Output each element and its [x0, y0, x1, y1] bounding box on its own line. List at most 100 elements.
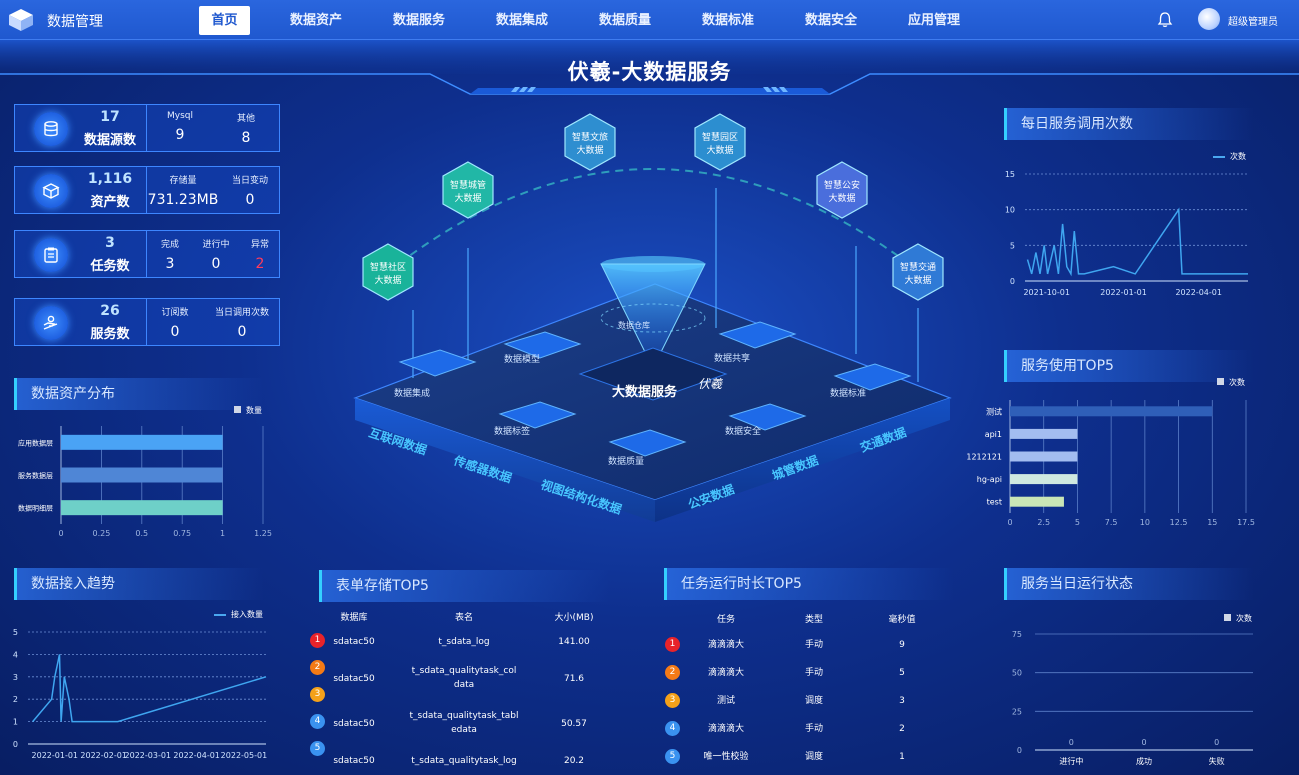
stat-sub-label: 当日调用次数	[214, 308, 269, 318]
user-name[interactable]: 超级管理员	[1228, 17, 1278, 28]
hex-label-urban: 智慧城管	[450, 179, 486, 191]
panel-title-task-top5: 任务运行时长TOP5	[664, 568, 954, 600]
legend-daily-calls: 次数	[1213, 151, 1246, 162]
y-tick-label: 4	[13, 650, 18, 659]
x-tick-label: 2022-04-01	[1175, 288, 1222, 297]
x-tick-label: 17.5	[1237, 518, 1255, 527]
stat-sub-label: 其他	[236, 114, 255, 124]
stat-sub-label: 完成	[160, 240, 179, 250]
hex-label-park: 智慧园区	[702, 131, 738, 143]
table-cell: t_sdata_qualitytask_log	[411, 756, 517, 766]
stat-sub-value: 0	[170, 324, 180, 340]
legend-daily-status: 次数	[1224, 613, 1252, 624]
table-cell: 手动	[804, 724, 823, 734]
panel-title-table-top5: 表单存储TOP5	[319, 570, 609, 602]
stat-main: 1,116 资产数	[15, 167, 147, 213]
svg-text:大数据: 大数据	[374, 274, 401, 286]
avatar[interactable]	[1198, 8, 1220, 30]
x-tick-label: 0.25	[92, 529, 110, 538]
hand-service-icon	[34, 306, 68, 340]
stat-value: 1,116	[87, 171, 133, 187]
nav-data-security[interactable]: 数据安全	[804, 13, 857, 28]
svg-text:大数据: 大数据	[576, 144, 603, 156]
x-tick-label: 1	[220, 529, 225, 538]
y-tick-label: 3	[13, 673, 18, 682]
cube-logo-icon	[9, 9, 33, 31]
panel-title-daily-calls: 每日服务调用次数	[1004, 108, 1254, 140]
svg-text:大数据: 大数据	[706, 144, 733, 156]
table-header: 数据库	[340, 613, 368, 623]
bar	[1010, 496, 1064, 507]
svg-text:大数据: 大数据	[454, 192, 481, 204]
table-cell: 调度	[804, 696, 823, 706]
table-header: 毫秒值	[888, 615, 916, 625]
y-tick-label: 0	[1017, 746, 1022, 755]
stat-value: 17	[100, 109, 120, 125]
x-tick-label: 7.5	[1105, 518, 1118, 527]
rank-badge: 4	[665, 721, 680, 736]
rank-badge: 5	[310, 741, 325, 756]
table-cell: 71.6	[563, 674, 585, 684]
nav-data-service[interactable]: 数据服务	[392, 13, 445, 28]
nav-home[interactable]: 首页	[199, 6, 250, 35]
bar	[61, 467, 223, 483]
stat-sub-value: 0	[245, 192, 255, 208]
nav-data-integration[interactable]: 数据集成	[495, 13, 548, 28]
bar	[1010, 406, 1213, 417]
x-tick-label: 10	[1140, 518, 1150, 527]
data-label: 0	[1141, 738, 1146, 747]
stat-main: 26 服务数	[15, 299, 147, 345]
stat-sub-value: 731.23MB	[147, 192, 219, 208]
svg-text:伏羲: 伏羲	[698, 377, 724, 391]
category-label: 成功	[1136, 756, 1152, 766]
table-cell: 调度	[804, 752, 823, 762]
table-cell: 141.00	[558, 637, 590, 647]
bar	[1010, 428, 1078, 439]
stat-sub-label: 异常	[250, 240, 269, 250]
table-cell: sdatac50	[333, 756, 375, 766]
data-label: 0	[1069, 738, 1074, 747]
bar	[1010, 451, 1078, 462]
nav-app-management[interactable]: 应用管理	[907, 13, 960, 28]
category-label: 失败	[1209, 756, 1225, 766]
svg-text:数据模型: 数据模型	[504, 353, 540, 365]
y-tick-label: 2	[13, 695, 18, 704]
category-label: 进行中	[1059, 756, 1083, 766]
y-tick-label: 10	[1005, 206, 1015, 215]
y-tick-label: 0	[1010, 277, 1015, 286]
stat-sub-value: 0	[237, 324, 247, 340]
x-tick-label: 1.25	[254, 529, 272, 538]
table-cell: 滴滴滴大	[707, 724, 744, 734]
svg-text:数据仓库: 数据仓库	[618, 320, 650, 330]
y-tick-label: 75	[1012, 630, 1022, 639]
table-header: 类型	[804, 615, 823, 625]
bell-icon[interactable]	[1156, 11, 1174, 29]
table-cell: t_sdata_log	[438, 637, 490, 647]
stat-services-card[interactable]: 26 服务数 订阅数 0 当日调用次数 0	[14, 298, 280, 346]
nav-data-quality[interactable]: 数据质量	[598, 13, 651, 28]
table-cell: 9	[899, 640, 905, 650]
stat-sub-label: 订阅数	[161, 308, 189, 318]
nav-data-standard[interactable]: 数据标准	[701, 13, 754, 28]
table-cell: 5	[899, 668, 905, 678]
svg-text:数据质量: 数据质量	[608, 455, 644, 467]
data-label: 0	[1214, 738, 1219, 747]
nav-data-assets[interactable]: 数据资产	[289, 13, 342, 28]
x-tick-label: 2022-02-01	[80, 751, 127, 760]
stat-sub-label: 当日变动	[231, 176, 268, 186]
panel-title-access-trend: 数据接入趋势	[14, 568, 264, 600]
stat-sub-value: 8	[241, 130, 251, 146]
table-cell: 50.57	[561, 719, 587, 729]
table-cell: sdatac50	[333, 719, 375, 729]
